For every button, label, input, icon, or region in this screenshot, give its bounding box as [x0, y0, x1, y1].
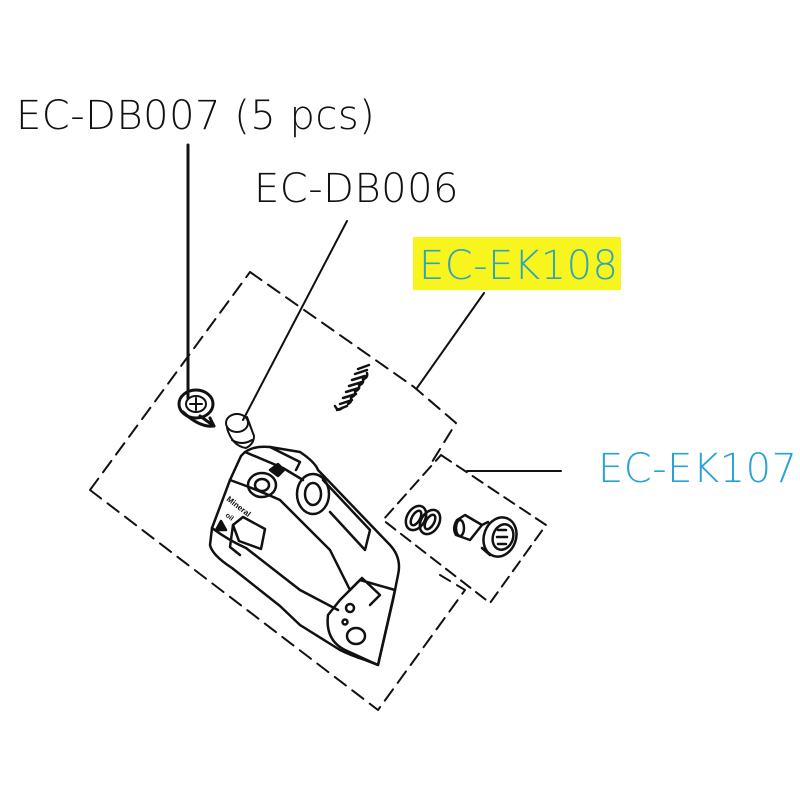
cap-part: [225, 413, 255, 449]
kit-boundary-ek107: [382, 454, 547, 604]
part-label-ec-ek108: EC-EK108: [413, 237, 621, 290]
master-cylinder-body: [208, 445, 401, 667]
screw-part: [177, 388, 216, 428]
part-label-ec-db006: EC-DB006: [254, 166, 459, 212]
body-text-oil: oil: [224, 512, 235, 523]
part-label-ec-db007: EC-DB007 (5 pcs): [16, 93, 376, 139]
leader-db006: [242, 220, 348, 421]
leader-ek108: [416, 292, 485, 389]
piston-part: [453, 513, 518, 558]
o-rings-part: [404, 504, 442, 536]
kit-boundary-ek108: [89, 271, 466, 711]
part-label-ec-ek107: EC-EK107: [598, 446, 798, 492]
spring-part: [333, 363, 371, 412]
